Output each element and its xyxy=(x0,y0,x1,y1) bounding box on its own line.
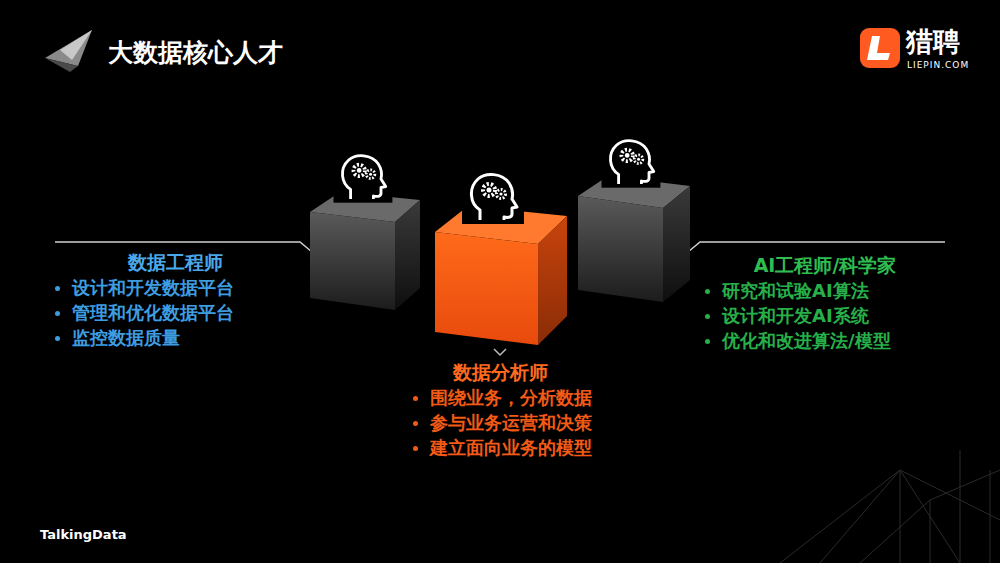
bullet-text: 参与业务运营和决策 xyxy=(430,412,592,433)
bullet-text: 围绕业务，分析数据 xyxy=(430,387,592,408)
slide-title: 大数据核心人才 xyxy=(108,36,283,69)
bullet-dot xyxy=(55,286,60,291)
footer-brand: TalkingData xyxy=(40,527,127,542)
bullet-dot xyxy=(413,396,418,401)
bullet-dot xyxy=(705,339,710,344)
bullet-item: 围绕业务，分析数据 xyxy=(408,385,592,410)
role-group: 数据工程师设计和开发数据平台管理和优化数据平台监控数据质量 xyxy=(50,250,300,350)
bullet-text: 监控数据质量 xyxy=(72,327,180,348)
bullet-item: 建立面向业务的模型 xyxy=(408,435,592,460)
bullet-text: 建立面向业务的模型 xyxy=(430,437,592,458)
bullet-item: 研究和试验AI算法 xyxy=(700,278,950,303)
role-group: AI工程师/科学家研究和试验AI算法设计和开发AI系统优化和改进算法/模型 xyxy=(700,253,950,353)
bullet-dot xyxy=(705,289,710,294)
logo-url: LIEPIN.COM xyxy=(907,60,969,70)
bullet-text: 优化和改进算法/模型 xyxy=(722,330,891,351)
role-group: 数据分析师围绕业务，分析数据参与业务运营和决策建立面向业务的模型 xyxy=(370,360,630,460)
bullet-item: 管理和优化数据平台 xyxy=(50,300,300,325)
bullet-item: 设计和开发数据平台 xyxy=(50,275,300,300)
role-heading: AI工程师/科学家 xyxy=(700,253,950,278)
bullet-dot xyxy=(413,421,418,426)
role-heading: 数据工程师 xyxy=(50,250,300,275)
role-heading: 数据分析师 xyxy=(370,360,630,385)
bullet-text: 管理和优化数据平台 xyxy=(72,302,234,323)
bullet-dot xyxy=(705,314,710,319)
bullet-dot xyxy=(55,336,60,341)
bullet-text: 研究和试验AI算法 xyxy=(722,280,869,301)
bullet-item: 监控数据质量 xyxy=(50,325,300,350)
bullet-text: 设计和开发数据平台 xyxy=(72,277,234,298)
logo-text: 猎聘 xyxy=(906,24,960,60)
bullet-item: 参与业务运营和决策 xyxy=(408,410,592,435)
bullet-dot xyxy=(55,311,60,316)
bullet-dot xyxy=(413,446,418,451)
bullet-item: 设计和开发AI系统 xyxy=(700,303,950,328)
bullet-item: 优化和改进算法/模型 xyxy=(700,328,950,353)
bullet-text: 设计和开发AI系统 xyxy=(722,305,869,326)
